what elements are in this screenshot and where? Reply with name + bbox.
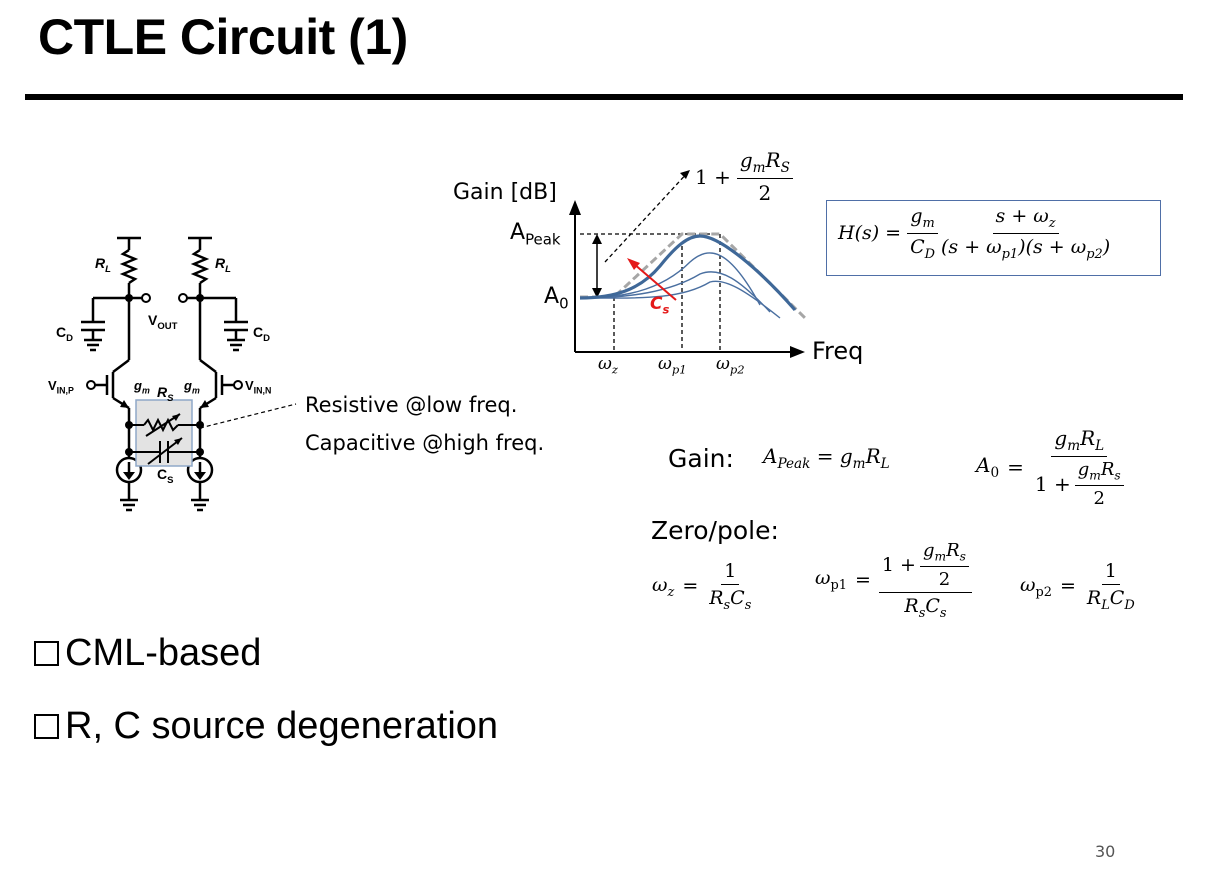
vin-n-label: VIN,N <box>245 378 272 396</box>
zero-pole-label: Zero/pole: <box>651 516 779 545</box>
gm-right-label: gm <box>184 378 200 396</box>
rs-label: RS <box>157 384 174 404</box>
wz-equation: ωz = 1 RsCs <box>652 560 752 613</box>
gm-left-label: gm <box>134 378 150 396</box>
gain-label: Gain: <box>668 444 734 473</box>
wp1-equation: ωp1 = 1 + gmRs 2 RsCs <box>815 540 972 620</box>
a0-equation: A0 = gmRL 1 + gmRs 2 <box>976 426 1127 509</box>
x-tick-wz: ωz <box>598 354 618 377</box>
x-tick-wp1: ωp1 <box>658 354 687 377</box>
apeak-equation: APeak = gmRL <box>763 444 890 472</box>
cd-left-label: CD <box>56 324 73 344</box>
title-divider <box>25 94 1183 100</box>
bullet-source-degeneration: R, C source degeneration <box>34 705 498 748</box>
rl-left-label: RL <box>95 255 111 275</box>
bullet-cml-based: CML-based <box>34 632 261 675</box>
transfer-function: H(s) = gm CD s + ωz (s + ωp1)(s + ωp2) <box>838 205 1111 262</box>
rl-right-label: RL <box>215 255 231 275</box>
peak-expression: 1 + gmRS 2 <box>695 148 793 205</box>
y-axis-label: Gain [dB] <box>453 180 557 205</box>
a-peak-label: APeak <box>510 220 561 249</box>
cd-right-label: CD <box>253 324 270 344</box>
page-number: 30 <box>1095 842 1116 861</box>
vin-p-label: VIN,P <box>48 378 74 396</box>
checkbox-bullet-icon <box>34 641 59 666</box>
vout-label: VOUT <box>148 312 178 332</box>
cs-circuit-label: CS <box>157 466 174 486</box>
transfer-function-box <box>826 200 1161 276</box>
wp2-equation: ωp2 = 1 RLCD <box>1020 560 1135 613</box>
ctle-schematic <box>81 236 297 512</box>
frequency-response-graph <box>569 169 807 358</box>
x-axis-label: Freq <box>812 337 864 365</box>
cs-graph-label: Cs <box>650 294 670 317</box>
a0-label: A0 <box>544 284 569 313</box>
x-tick-wp2: ωp2 <box>716 354 745 377</box>
checkbox-bullet-icon <box>34 714 59 739</box>
resistive-annotation: Resistive @low freq. <box>305 393 518 417</box>
slide-title: CTLE Circuit (1) <box>38 9 408 65</box>
capacitive-annotation: Capacitive @high freq. <box>305 431 545 455</box>
